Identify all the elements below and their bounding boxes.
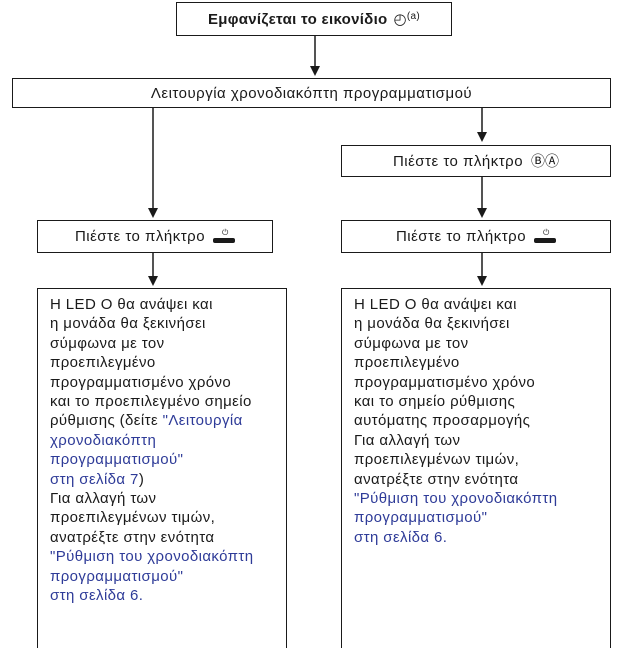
- right-press-label: Πιέστε το πλήκτρο: [395, 228, 527, 245]
- timer-mode-link[interactable]: "Λειτουργία: [162, 412, 243, 430]
- timer-setting-link[interactable]: προγραμματισμού": [50, 567, 184, 585]
- power-key-icon: ⏻: [213, 228, 236, 244]
- left-desc-text: ): [138, 470, 145, 488]
- timer-setting-link[interactable]: "Ρύθμιση του χρονοδιακόπτη: [354, 490, 558, 508]
- left-desc-line: προεπιλεγμένων τιμών,: [50, 509, 216, 527]
- left-press-label: Πιέστε το πλήκτρο: [74, 228, 206, 245]
- left-desc-line: Η LED O θα ανάψει και: [50, 296, 213, 313]
- right-desc-line: προεπιλεγμένο: [354, 354, 460, 372]
- right-desc-line: ανατρέξτε στην ενότητα: [354, 470, 519, 488]
- clock-icon: ◴: [393, 11, 407, 28]
- right-press-box: Πιέστε το πλήκτρο ⏻: [341, 220, 611, 253]
- left-desc-line: ανατρέξτε στην ενότητα: [50, 528, 215, 546]
- left-description-box: Η LED O θα ανάψει και η μονάδα θα ξεκινή…: [37, 288, 287, 648]
- right-desc-line: Η LED O θα ανάψει και: [354, 296, 517, 313]
- top-box: Εμφανίζεται το εικονίδιο ◴(a): [176, 2, 452, 36]
- left-desc-line: και το προεπιλεγμένο σημείο: [50, 393, 252, 411]
- timer-mode-link[interactable]: χρονοδιακόπτη: [50, 431, 157, 449]
- right-desc-line: προγραμματισμένο χρόνο: [354, 373, 536, 391]
- left-desc-line: η μονάδα θα ξεκινήσει: [50, 315, 206, 333]
- left-desc-line: προγραμματισμένο χρόνο: [50, 373, 232, 391]
- right-desc-line: και το σημείο ρύθμισης: [354, 393, 516, 411]
- right-desc-line: Για αλλαγή των: [354, 431, 461, 449]
- footnote-marker: (a): [406, 10, 421, 22]
- right-press-mode-box: Πιέστε το πλήκτρο ⒷⒶ: [341, 145, 611, 177]
- timer-setting-link[interactable]: "Ρύθμιση του χρονοδιακόπτη: [50, 548, 254, 566]
- right-desc-line: η μονάδα θα ξεκινήσει: [354, 315, 510, 333]
- top-box-label: Εμφανίζεται το εικονίδιο: [207, 10, 388, 28]
- left-desc-line: προεπιλεγμένο: [50, 354, 156, 372]
- page-7-link[interactable]: στη σελίδα 7: [50, 470, 139, 488]
- timer-mode-label: Λειτουργία χρονοδιακόπτη προγραμματισμού: [150, 84, 473, 102]
- page-6-link[interactable]: στη σελίδα 6.: [354, 528, 448, 546]
- right-press-mode-label: Πιέστε το πλήκτρο: [392, 152, 524, 170]
- right-desc-line: προεπιλεγμένων τιμών,: [354, 451, 520, 469]
- left-desc-line: ρύθμισης (δείτε "Λειτουργία: [50, 411, 274, 430]
- left-desc-line: σύμφωνα με τον: [50, 334, 165, 352]
- timer-setting-link[interactable]: προγραμματισμού": [354, 509, 488, 527]
- left-desc-text: ρύθμισης (δείτε: [50, 412, 163, 430]
- right-desc-line: σύμφωνα με τον: [354, 334, 469, 352]
- right-desc-line: αυτόματης προσαρμογής: [354, 412, 531, 430]
- left-press-box: Πιέστε το πλήκτρο ⏻: [37, 220, 273, 253]
- right-description-box: Η LED O θα ανάψει και η μονάδα θα ξεκινή…: [341, 288, 611, 648]
- timer-mode-link[interactable]: προγραμματισμού": [50, 451, 184, 469]
- mode-key-icon: ⒷⒶ: [531, 153, 560, 169]
- page-6-link[interactable]: στη σελίδα 6.: [50, 587, 144, 605]
- left-desc-line: στη σελίδα 7): [50, 470, 274, 489]
- power-key-icon: ⏻: [534, 228, 557, 244]
- timer-mode-box: Λειτουργία χρονοδιακόπτη προγραμματισμού: [12, 78, 611, 108]
- left-desc-line: Για αλλαγή των: [50, 490, 157, 508]
